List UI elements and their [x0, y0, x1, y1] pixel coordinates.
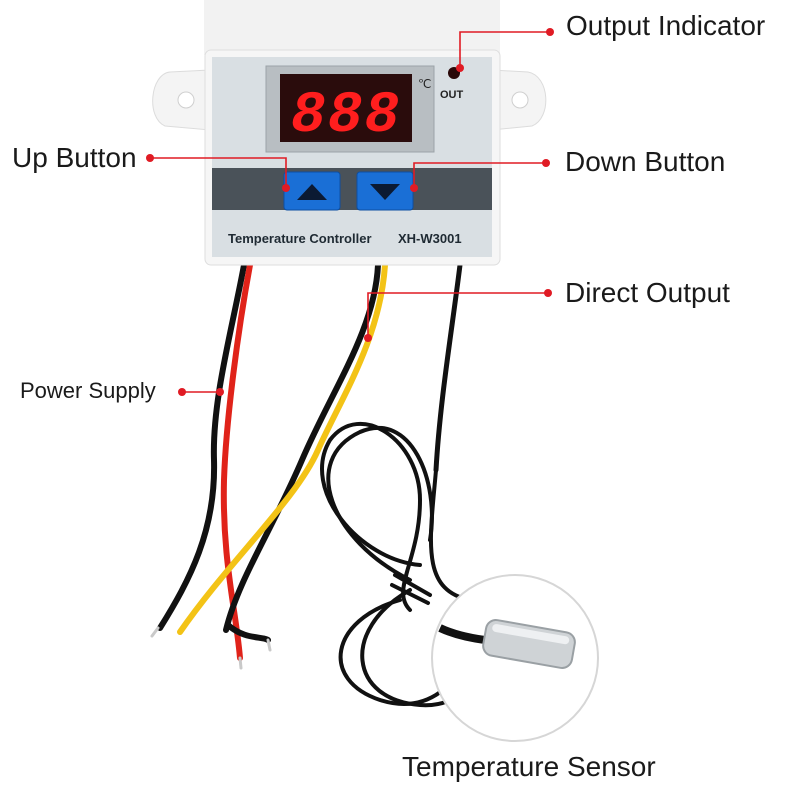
black-wire-right — [433, 262, 463, 473]
sensor-magnifier — [431, 574, 599, 742]
callout-dots — [146, 28, 554, 396]
out-label: OUT — [440, 89, 464, 101]
callout-power-supply: Power Supply — [20, 378, 156, 403]
triangle-up-icon — [297, 184, 327, 200]
line-direct-output — [367, 292, 546, 338]
yellow-wire — [177, 262, 388, 635]
housing-top — [204, 0, 500, 55]
wire-tip-3 — [266, 638, 272, 652]
triangle-down-icon — [370, 184, 400, 200]
line-down-button — [413, 162, 544, 188]
button-band — [212, 168, 492, 210]
wires — [150, 262, 463, 670]
controller-housing — [152, 0, 547, 266]
callout-output-indicator: Output Indicator — [566, 10, 766, 41]
wire-tip-2 — [238, 656, 243, 670]
unit-label: ℃ — [418, 77, 431, 91]
callout-temperature-sensor: Temperature Sensor — [402, 751, 656, 782]
display-digits: 888 — [291, 84, 401, 149]
callout-up-button: Up Button — [12, 142, 137, 173]
callout-direct-output: Direct Output — [565, 277, 730, 308]
line-up-button — [150, 157, 287, 188]
line-output-indicator — [459, 31, 548, 68]
black-wire-left — [157, 262, 247, 631]
callout-lines — [150, 31, 548, 393]
callout-down-button: Down Button — [565, 146, 726, 177]
model-label: Temperature Controller — [228, 231, 372, 246]
black-wire-mid — [223, 262, 381, 643]
model-code: XH-W3001 — [398, 231, 462, 246]
display-screen — [280, 74, 412, 142]
wire-tip-1 — [150, 626, 160, 638]
